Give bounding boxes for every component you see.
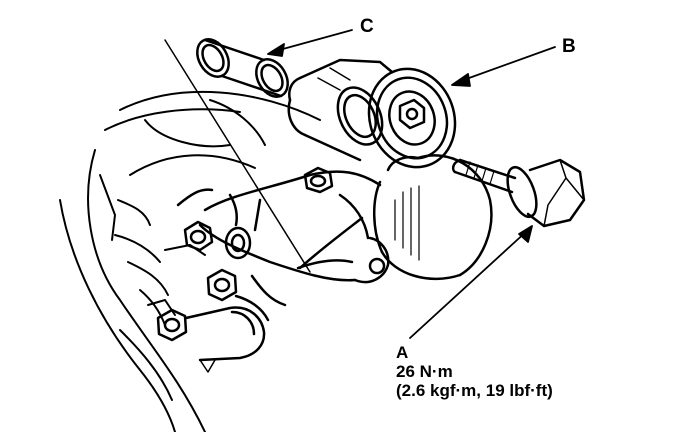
leader-arrow-c (267, 29, 353, 57)
callout-a-label: A (396, 343, 409, 362)
fastener-nut-5 (156, 308, 188, 342)
callout-a-block: A 26 N·m (2.6 kgf·m, 19 lbf·ft) (396, 343, 553, 400)
fastener-nut-3 (224, 226, 252, 260)
engine-block-outline (59, 90, 321, 432)
leader-arrow-b (451, 46, 556, 87)
fastener-nut-4 (206, 268, 238, 302)
lower-bracket-arm (184, 274, 287, 373)
bolt-a (451, 158, 586, 228)
pulley-assembly (287, 58, 457, 169)
mounting-bracket (176, 170, 390, 284)
callout-b-label: B (562, 36, 576, 57)
callout-c-label: C (360, 16, 374, 37)
torque-spec-alt: (2.6 kgf·m, 19 lbf·ft) (396, 381, 553, 400)
fastener-nut-2 (183, 220, 214, 252)
collar (196, 38, 289, 98)
tensioner-housing (372, 154, 493, 281)
torque-spec-nm: 26 N·m (396, 362, 453, 381)
leader-arrow-a (409, 225, 533, 339)
reference-line (164, 39, 311, 273)
fastener-nut-1 (303, 166, 334, 194)
